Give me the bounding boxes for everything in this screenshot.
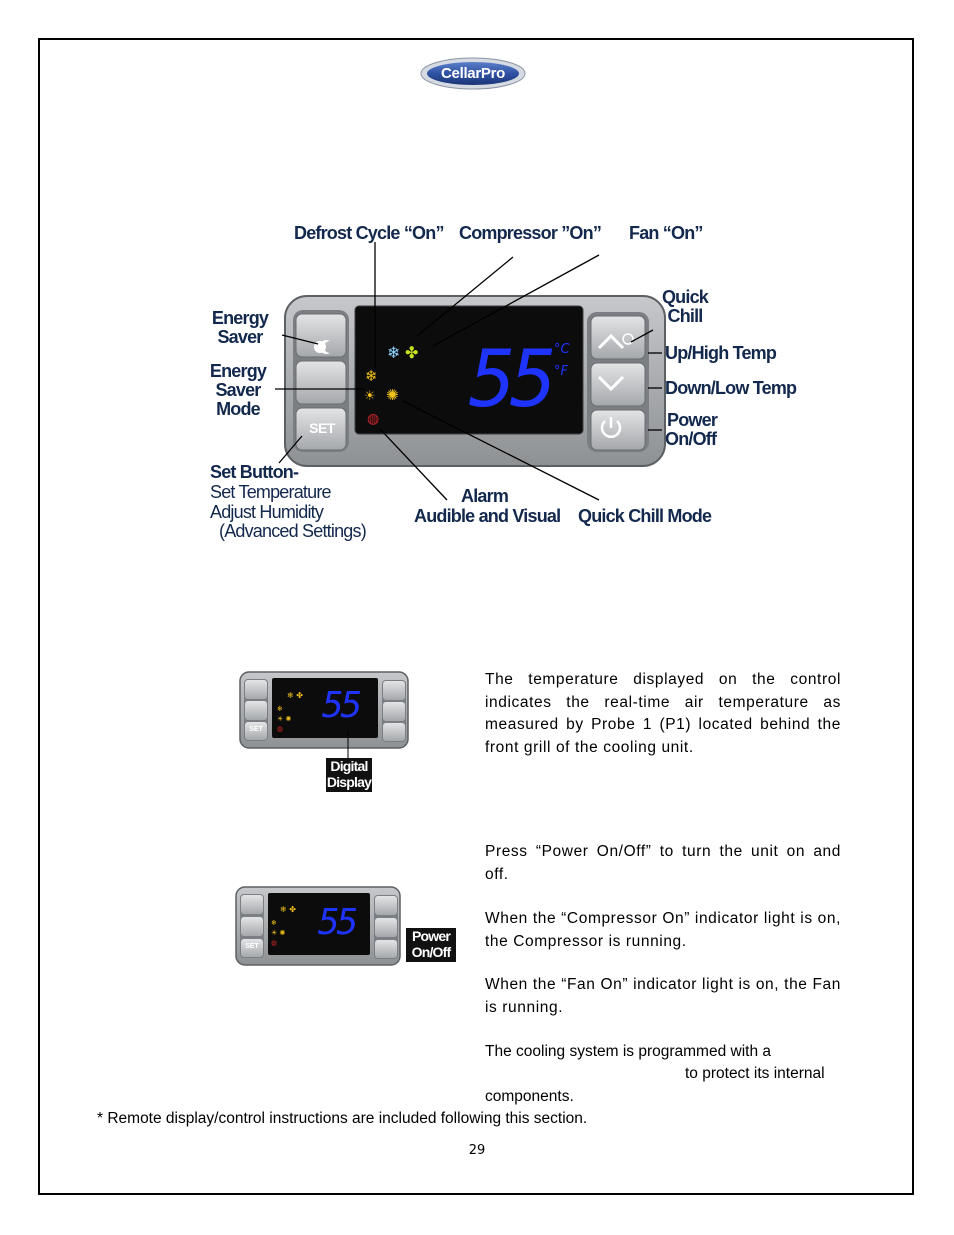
- down-button: [590, 362, 646, 407]
- blank-button: [295, 360, 347, 405]
- label-quick-chill-2: Chill: [667, 306, 704, 326]
- energy-saver-button: [295, 313, 347, 358]
- power-button: [590, 409, 646, 451]
- label-quick-chill-mode: Quick Chill Mode: [578, 506, 712, 526]
- svg-text:◍: ◍: [277, 725, 283, 733]
- thumb2-panel-illustration: ❄ ✤ ❄ ☀ ✺ ◍: [235, 886, 456, 966]
- alarm-indicator-icon: ◍: [367, 411, 379, 427]
- compressor-indicator-icon: ❄: [365, 367, 378, 385]
- quick-chill-indicator-icon: ✺: [386, 386, 399, 404]
- label-compressor: Compressor ”On”: [459, 223, 602, 243]
- thumb2-display-value: 55: [318, 902, 358, 943]
- label-up-high-temp: Up/High Temp: [665, 343, 777, 363]
- thumb1-set-label: SET: [249, 726, 263, 733]
- digital-display-tag-1: Digital: [330, 758, 368, 774]
- defrost-indicator-icon: ❄: [387, 343, 400, 362]
- thumb1-display-value: 55: [322, 685, 362, 726]
- unit-fahrenheit: °F: [554, 364, 568, 379]
- paragraph-compressor-on: When the “Compressor On” indicator light…: [485, 910, 841, 950]
- logo-text: CellarPro: [441, 65, 505, 82]
- label-set-button: Set Button-: [210, 462, 299, 482]
- svg-text:☀ ✺: ☀ ✺: [271, 929, 286, 937]
- footnote-remote-display: * Remote display/control instructions ar…: [97, 1110, 588, 1127]
- label-audible-visual: Audible and Visual: [414, 506, 561, 526]
- paragraph-temperature-display: The temperature displayed on the control…: [485, 671, 841, 756]
- thumb2-set-label: SET: [245, 943, 259, 950]
- paragraph-cooling-line2: to protect its internal: [685, 1065, 825, 1082]
- paragraph-power-onoff: Press “Power On/Off” to turn the unit on…: [485, 843, 841, 883]
- label-power-2: On/Off: [665, 429, 717, 449]
- digital-display-tag-2: Display: [326, 774, 372, 790]
- down-arrow-icon: [597, 375, 625, 392]
- label-energy-mode-1: Energy: [209, 361, 267, 381]
- label-advanced-settings: (Advanced Settings): [219, 521, 367, 541]
- cellarpro-logo: CellarPro: [420, 57, 526, 90]
- up-arrow-icon: [597, 333, 625, 350]
- page-border: [38, 38, 914, 1195]
- page-number: 29: [468, 1143, 486, 1158]
- unit-celsius: °C: [554, 342, 570, 357]
- leader-lines: [275, 242, 662, 501]
- label-energy-saver-1: Energy: [211, 308, 269, 328]
- power-onoff-tag-2: On/Off: [411, 944, 452, 960]
- label-energy-mode-2: Saver: [215, 380, 261, 400]
- label-adjust-humidity: Adjust Humidity: [210, 502, 324, 522]
- svg-text:❄ ✤: ❄ ✤: [280, 905, 296, 914]
- label-set-temperature: Set Temperature: [210, 482, 332, 502]
- control-panel-diagram: ❄ ✤ ❄ ☀ ✺ ◍ 55 °C °F SET Defrost Cycle “…: [207, 218, 797, 545]
- paragraph-cooling-line3: components.: [485, 1088, 574, 1105]
- label-energy-mode-3: Mode: [216, 399, 261, 419]
- power-onoff-figure: ❄ ✤ ❄ ☀ ✺ ◍ 55 SET Power On/Off: [234, 885, 458, 967]
- svg-text:❄ ✤: ❄ ✤: [287, 691, 303, 700]
- label-energy-saver-2: Saver: [217, 327, 263, 347]
- power-onoff-tag-1: Power: [411, 928, 451, 944]
- moon-icon: [319, 340, 330, 354]
- label-quick-chill-1: Quick: [661, 287, 709, 307]
- svg-text:◍: ◍: [271, 939, 277, 947]
- set-button-label: SET: [309, 420, 335, 436]
- paragraph-fan-on: When the “Fan On” indicator light is on,…: [485, 976, 841, 1016]
- control-panel-illustration: ❄ ✤ ❄ ☀ ✺ ◍: [275, 242, 666, 501]
- label-down-low-temp: Down/Low Temp: [665, 378, 797, 398]
- svg-text:☀ ✺: ☀ ✺: [277, 715, 292, 723]
- diagram-display-value: 55: [469, 335, 557, 425]
- svg-text:❄: ❄: [277, 705, 283, 713]
- set-button: [295, 407, 347, 451]
- energy-mode-indicator-icon: ☀: [364, 389, 376, 404]
- label-defrost-cycle: Defrost Cycle “On”: [294, 223, 444, 243]
- digital-display-figure: ❄ ✤ ❄ ☀ ✺ ◍ 55 SET Digital Display: [238, 670, 410, 798]
- label-power-1: Power: [667, 410, 718, 430]
- svg-text:❄: ❄: [271, 919, 277, 927]
- logo-oval: [420, 57, 526, 90]
- paragraph-cooling-line1: The cooling system is programmed with a: [485, 1043, 772, 1060]
- up-button: [590, 315, 646, 360]
- power-icon: [600, 420, 622, 438]
- label-alarm: Alarm: [461, 486, 509, 506]
- quick-chill-small-icon: [622, 333, 634, 345]
- fan-indicator-icon: ✤: [405, 343, 418, 362]
- label-fan: Fan “On”: [629, 223, 703, 243]
- thumb1-panel-illustration: ❄ ✤ ❄ ☀ ✺ ◍: [239, 671, 409, 792]
